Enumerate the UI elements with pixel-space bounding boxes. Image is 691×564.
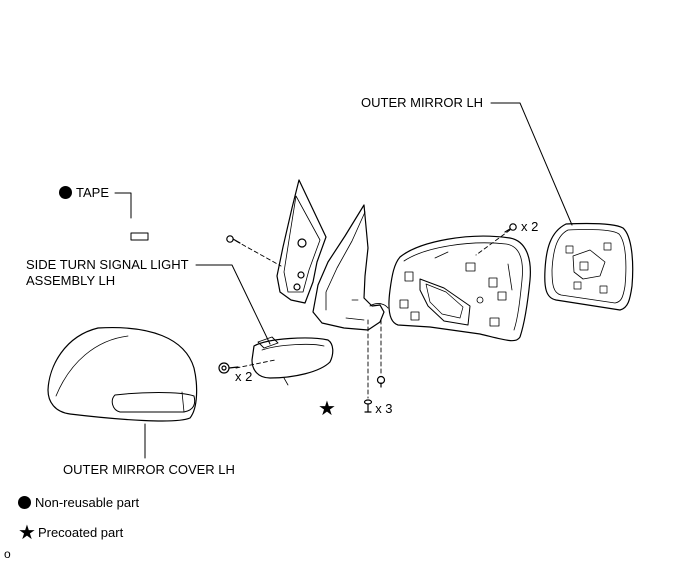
legend-non-reusable-text: Non-reusable part bbox=[35, 495, 140, 510]
tape-part bbox=[130, 232, 149, 241]
screw-upper-right bbox=[504, 223, 517, 233]
qty-screw-mirror: x 2 bbox=[521, 219, 539, 234]
qty-screw-bottom: ★ x 3 bbox=[318, 398, 393, 420]
label-tape-text: TAPE bbox=[76, 185, 109, 200]
corner-mark: o bbox=[4, 547, 11, 561]
label-outer-mirror: OUTER MIRROR LH bbox=[361, 95, 484, 110]
leader-side-turn bbox=[195, 264, 271, 345]
leader-tape bbox=[114, 192, 132, 219]
qty-screw-bottom-text: x 3 bbox=[375, 401, 393, 416]
legend-non-reusable: Non-reusable part bbox=[18, 495, 139, 511]
qty-screw-signal: x 2 bbox=[235, 369, 253, 384]
outer-mirror-cover bbox=[47, 326, 198, 422]
outer-mirror-glass bbox=[544, 222, 634, 311]
mirror-frame bbox=[388, 235, 531, 342]
screw-bottom-right bbox=[376, 375, 386, 388]
legend-precoated: ★Precoated part bbox=[18, 522, 124, 544]
screw-upper-left bbox=[226, 235, 241, 244]
label-side-turn-line2: ASSEMBLY LH bbox=[26, 273, 116, 288]
mirror-base bbox=[312, 204, 389, 331]
star-icon: ★ bbox=[18, 522, 36, 544]
screw-bottom-star bbox=[363, 399, 373, 413]
non-reusable-icon bbox=[59, 186, 72, 199]
screw-signal bbox=[218, 362, 239, 374]
legend-precoated-text: Precoated part bbox=[37, 525, 124, 540]
precoated-star-icon: ★ bbox=[318, 398, 336, 420]
label-tape: TAPE bbox=[59, 185, 109, 201]
leader-outer-mirror bbox=[490, 102, 573, 226]
label-side-turn-line1: SIDE TURN SIGNAL LIGHT bbox=[26, 257, 189, 272]
label-outer-mirror-cover: OUTER MIRROR COVER LH bbox=[63, 462, 235, 477]
dashed-lines bbox=[235, 229, 511, 399]
leader-lines bbox=[114, 102, 573, 459]
mirror-base-shell bbox=[276, 179, 327, 304]
filled-circle-icon bbox=[18, 496, 31, 509]
side-turn-signal-light bbox=[251, 336, 334, 386]
